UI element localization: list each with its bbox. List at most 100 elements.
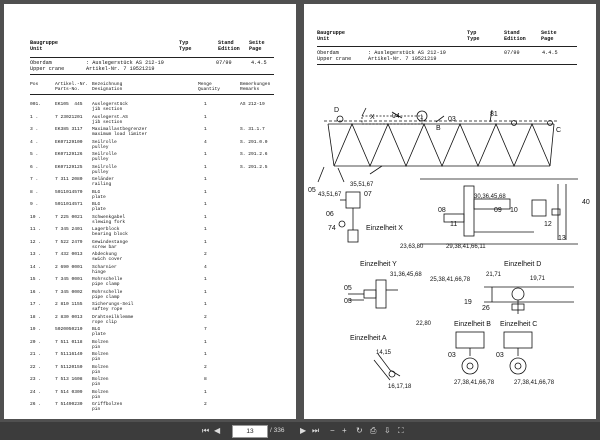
parts-row-desig: Seilrolle pulley <box>92 139 117 150</box>
parts-row-art: 7 51116140 <box>55 352 83 357</box>
parts-row-art: 7 345 0002 <box>55 289 83 295</box>
header-edition-label: Stand Edition <box>218 40 240 52</box>
parts-row-qty: 4 <box>204 139 207 145</box>
parts-row-qty: 2 <box>204 252 207 257</box>
header-page-value: 4.4.5 <box>251 60 267 66</box>
header-unit-value: Oberdam Upper crane <box>317 50 352 62</box>
header-rule-2 <box>30 74 274 75</box>
label-25-38-41-66-78: 25,38,41,66,78 <box>430 277 471 283</box>
parts-row-art: 2 690 0001 <box>55 264 83 270</box>
print-icon[interactable]: ⎙ <box>370 426 377 435</box>
label-03-b: 03 <box>448 352 456 359</box>
parts-row-art: EK07129126 <box>55 152 83 157</box>
parts-row-desig: Schwenkgabel slewing fork <box>92 214 126 225</box>
parts-row-pos: 14 . <box>30 264 42 270</box>
parts-row-qty: 1 <box>204 102 207 107</box>
parts-row-desig: Gewindestange screw bar <box>92 239 128 250</box>
parts-row-desig: Auslegerst.AS jib section <box>92 114 128 125</box>
fullscreen-icon[interactable]: ⛶ <box>398 426 404 435</box>
label-04: 04 <box>392 113 400 120</box>
label-1: 1 <box>420 115 424 121</box>
parts-row-desig: Scharnier hinge <box>92 264 117 275</box>
parts-row-rem: S. 291.2.6 <box>240 152 268 157</box>
parts-row-desig: Rohrschelle pipe clamp <box>92 277 123 287</box>
next-page-icon[interactable]: ▶ <box>300 426 307 435</box>
last-page-icon[interactable]: ⏭ <box>312 426 320 435</box>
parts-row-art: 7 345 2401 <box>55 227 83 232</box>
parts-row-pos: 22 . <box>30 364 42 370</box>
page-number-input[interactable]: 13 <box>232 425 268 438</box>
label-11: 11 <box>450 221 457 228</box>
drawing-page: Baugruppe Unit Typ Type Stand Edition Se… <box>304 4 596 419</box>
page-total-label: / 336 <box>270 427 285 434</box>
label-21-71: 21,71 <box>486 272 502 278</box>
parts-row-art: EK385 3117 <box>55 127 83 132</box>
parts-row-qty: 4 <box>204 264 207 270</box>
label-d: D <box>334 107 339 114</box>
parts-row-qty: 1 <box>204 277 207 282</box>
first-page-icon[interactable]: ⏮ <box>202 426 210 435</box>
header-type-label: Typ Type <box>467 30 480 42</box>
detail-d2-drawing <box>484 286 574 314</box>
detail-b-title: Einzelheit B <box>454 321 491 328</box>
parts-row-rem: S. 291.2.5 <box>240 164 268 170</box>
parts-row-qty: 2 <box>204 314 207 320</box>
parts-row-pos: 12 . <box>30 239 42 245</box>
parts-row-art: 7 225 0021 <box>55 214 83 220</box>
parts-row-desig: Bolzen pin <box>92 364 109 375</box>
label-26: 26 <box>482 305 490 312</box>
label-19-71: 19,71 <box>530 276 546 282</box>
zoom-out-icon[interactable]: − <box>330 426 335 435</box>
parts-row-art: EK07129100 <box>55 139 83 145</box>
parts-row-desig: Seilrolle pulley <box>92 152 117 162</box>
parts-row-art: 7 522 2479 <box>55 239 83 245</box>
header-type-label: Typ Type <box>179 40 192 52</box>
header-rule-2 <box>317 64 577 65</box>
parts-row-desig: Maximallastbegrenzer maximum load limite… <box>92 127 148 137</box>
parts-row-pos: 21 . <box>30 352 42 357</box>
parts-row-qty: 1 <box>204 339 207 345</box>
parts-row-qty: 1 <box>204 202 207 207</box>
detail-a-drawing <box>373 353 401 381</box>
parts-row-pos: 4 . <box>30 139 39 145</box>
zoom-in-icon[interactable]: + <box>342 426 347 435</box>
download-icon[interactable]: ⇩ <box>384 426 391 435</box>
parts-row-art: 7 23021201 <box>55 114 83 120</box>
parts-row-art: 2 810 1155 <box>55 302 83 307</box>
label-03-c: 03 <box>496 352 504 359</box>
parts-row-desig: Seilrolle pulley <box>92 164 117 175</box>
rotate-icon[interactable]: ↻ <box>356 426 363 435</box>
detail-c-title: Einzelheit C <box>500 321 537 328</box>
parts-row-art: 7 51490230 <box>55 402 83 407</box>
parts-row-desig: BLG plate <box>92 189 106 200</box>
parts-row-pos: 23 . <box>30 377 42 382</box>
header-rule <box>317 46 577 47</box>
parts-row-desig: Auslegerstück jib section <box>92 102 128 112</box>
parts-row-qty: 1 <box>204 164 207 170</box>
header-rule <box>30 57 274 58</box>
parts-row-art: 7 513 1608 <box>55 377 83 382</box>
parts-row-art: EK105 445 <box>55 102 83 107</box>
parts-row-desig: Bolzen pin <box>92 377 109 387</box>
header-page-label: Seite Page <box>541 30 557 42</box>
parts-row-pos: 16 . <box>30 289 42 295</box>
col-desig-header: Bezeichnung Designation <box>92 82 123 92</box>
parts-row-pos: 7 . <box>30 177 39 182</box>
parts-row-pos: 17 . <box>30 302 42 307</box>
prev-page-icon[interactable]: ◀ <box>214 426 221 435</box>
parts-row-qty: 1 <box>204 152 207 157</box>
parts-row-qty: 1 <box>204 127 207 132</box>
header-unit-value: Oberdam Upper crane <box>30 60 65 72</box>
label-16-17-18: 16,17,18 <box>388 384 412 390</box>
label-74: 74 <box>328 225 336 232</box>
technical-drawing: D X 04 1 03 81 B C 05 43,51,67 35,51,67 … <box>308 107 590 390</box>
parts-row-art: 5011014570 <box>55 189 83 195</box>
parts-row-qty: 1 <box>204 227 207 232</box>
label-05: 05 <box>308 187 316 194</box>
label-29-38-41-66-11: 29,38,41,66,11 <box>446 244 486 250</box>
parts-row-pos: 5 . <box>30 152 39 157</box>
parts-row-qty: 1 <box>204 214 207 220</box>
parts-row-art: 7 432 0013 <box>55 252 83 257</box>
label-03-y: 03 <box>344 298 352 305</box>
parts-row-pos: 19 . <box>30 327 42 332</box>
